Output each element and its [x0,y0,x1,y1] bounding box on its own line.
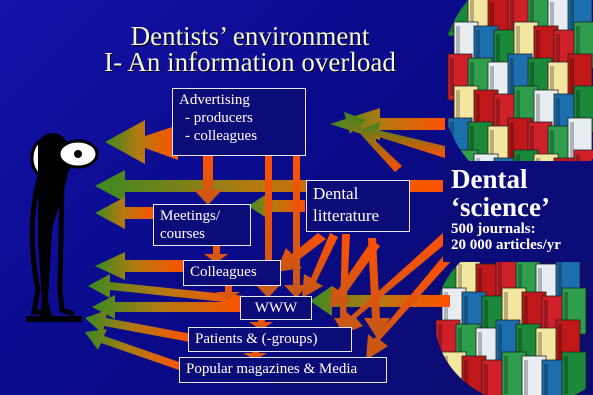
arrow-science-to-magazines [366,255,452,360]
dentist-figure [26,133,99,322]
slide-subtitle: I- An information overload [104,47,396,77]
arrow-www-to-dentist [88,274,245,304]
arrow-colleagues-to-dentist [95,252,185,280]
source-popular-magazines: Popular magazines & Media [179,357,387,383]
arrow-science-to-patients [338,232,450,336]
meetings-line2: courses [160,226,205,242]
source-dental-literature: Dental litterature [306,180,410,232]
arrow-literature-to-meetings [248,192,305,220]
arrow-literature-to-advertising [344,112,402,172]
arrow-literature-to-colleagues [276,233,326,272]
source-advertising: Advertising - producers - colleagues [172,88,306,156]
literature-line2: litterature [313,206,380,225]
source-colleagues: Colleagues [183,260,281,286]
source-patients: Patients & (-groups) [188,327,352,352]
science-journals: 500 journals: [451,221,536,237]
advertising-producers: - producers [185,110,253,126]
source-www: WWW [240,296,312,320]
arrow-advertising-to-meetings [194,155,222,205]
arrow-science-down [364,238,390,340]
source-meetings: Meetings/ courses [153,204,251,246]
arrow-science-to-www [310,286,450,316]
arrow-magazines-to-dentist [85,329,185,371]
arrow-advertising-to-dentist [105,120,178,164]
journals-stack-bottom [435,255,587,395]
literature-line1: Dental [313,184,359,203]
arrow-www-to-dentist-b [92,295,245,319]
arrow-advertising-down-2 [256,155,280,298]
science-articles: 20 000 articles/yr [451,237,561,253]
meetings-line1: Meetings/ [160,208,220,224]
science-line1: Dental [451,164,528,194]
arrow-meetings-to-dentist [95,197,155,229]
science-line2: ‘science’ [451,192,550,222]
arrow-www-to-patients [249,318,273,330]
arrow-science-to-advertising-b [360,122,445,158]
dental-science-box: Dental ‘science’ 500 journals: 20 000 ar… [443,161,591,262]
arrow-colleagues-to-www [216,283,240,300]
arrow-patients-to-dentist [85,310,192,342]
arrow-literature-to-www [302,233,338,298]
arrow-meetings-to-colleagues [204,243,228,263]
advertising-title: Advertising [179,92,250,108]
slide-title: Dentists’ environment [130,21,370,51]
advertising-colleagues: - colleagues [185,128,258,144]
arrow-literature-to-www-b [330,240,380,308]
arrow-patients-to-magazines [243,350,267,360]
arrow-advertising-down-3 [284,155,308,298]
